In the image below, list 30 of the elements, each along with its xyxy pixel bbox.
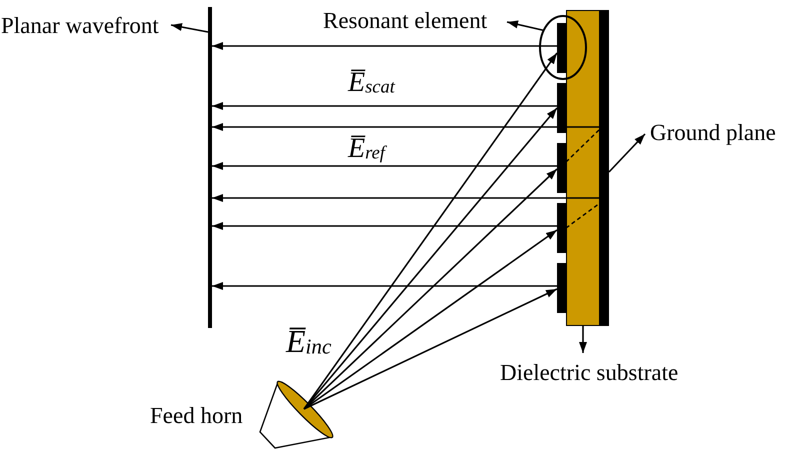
part-label: Planar wavefront <box>1 14 159 37</box>
incident-ray-arrow <box>303 107 558 410</box>
patch-element <box>557 143 566 193</box>
patch-element <box>557 23 566 73</box>
patch-element <box>557 83 566 133</box>
scattered-wave-arrow <box>212 282 557 290</box>
incident-ray-arrow <box>303 168 558 410</box>
highlight-ellipse <box>539 15 587 80</box>
scattered-wave-arrow <box>212 222 557 230</box>
leader-arrow <box>608 133 646 173</box>
patch-element <box>557 263 566 313</box>
vector-label: E̅$_{inc}$ <box>286 324 332 360</box>
feed-horn-drawing <box>259 380 334 449</box>
scattered-wave-arrow <box>212 42 557 50</box>
part-label: Ground plane <box>650 121 776 144</box>
dielectric-substrate <box>566 10 600 326</box>
scattered-wave-arrow <box>212 102 557 110</box>
leader-arrow <box>170 23 208 33</box>
scattered-wave-arrow <box>212 162 557 170</box>
ground-plane <box>600 10 609 326</box>
part-label: Dielectric substrate <box>500 361 678 384</box>
incident-ray-arrow <box>303 52 558 410</box>
part-label: Feed horn <box>150 404 243 427</box>
leader-arrow <box>579 326 587 353</box>
leader-arrow <box>506 20 544 32</box>
part-label: Resonant element <box>323 9 488 32</box>
incident-ray-arrow <box>304 229 558 410</box>
incident-ray-arrow <box>304 288 558 410</box>
patch-element <box>557 203 566 253</box>
reflected-wave-arrow <box>212 194 566 202</box>
